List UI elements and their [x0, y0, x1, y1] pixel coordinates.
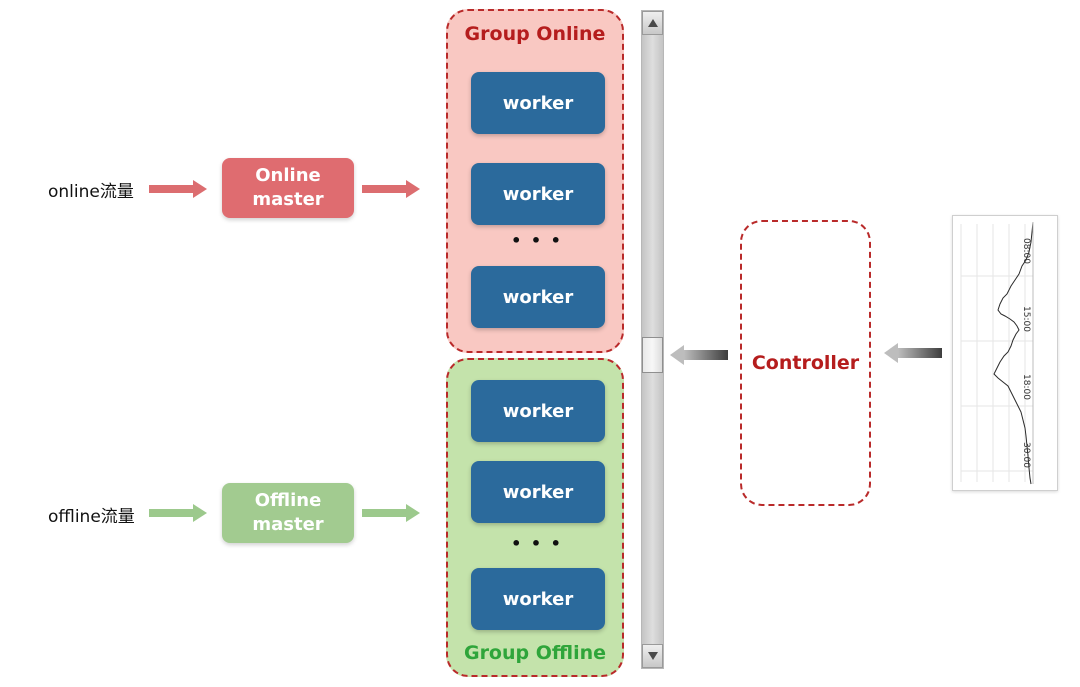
offline-worker-1: worker: [471, 380, 605, 442]
group-online-title: Group Online: [464, 23, 606, 45]
offline-master-line2: master: [252, 514, 324, 535]
online-master-arrow: [362, 180, 420, 198]
chart-to-controller-arrow: [884, 343, 942, 363]
controller-label: Controller: [751, 352, 860, 374]
offline-ellipsis: • • •: [511, 534, 563, 553]
online-ellipsis: • • •: [511, 231, 563, 250]
triangle-down-icon: [647, 652, 658, 660]
offline-master-arrow: [362, 504, 420, 522]
controller-node: Controller: [740, 220, 871, 506]
offline-traffic-label: offline流量: [48, 507, 135, 527]
traffic-curve-plot: [960, 221, 1034, 485]
online-traffic-arrow: [149, 180, 207, 198]
scroll-down-button[interactable]: [642, 644, 663, 668]
chart-tick-label-3: 18:00: [1021, 374, 1031, 400]
online-worker-2: worker: [471, 163, 605, 225]
chart-tick-label-2: 15:00: [1021, 306, 1031, 332]
scroll-up-button[interactable]: [642, 11, 663, 35]
triangle-up-icon: [647, 19, 658, 27]
chart-tick-label-4: 30:00: [1021, 442, 1031, 468]
traffic-mini-chart: 08:00 15:00 18:00 30:00: [952, 215, 1058, 491]
offline-traffic-arrow: [149, 504, 207, 522]
offline-worker-3: worker: [471, 568, 605, 630]
controller-to-scrollbar-arrow: [670, 345, 728, 365]
online-master-line2: master: [252, 189, 324, 210]
vertical-scrollbar[interactable]: [641, 10, 664, 669]
offline-worker-2: worker: [471, 461, 605, 523]
online-traffic-label: online流量: [48, 182, 134, 202]
group-offline-title: Group Offline: [463, 642, 607, 664]
online-worker-3: worker: [471, 266, 605, 328]
offline-master-line1: Offline: [254, 490, 322, 511]
online-master-node: Online master: [222, 158, 354, 218]
offline-master-node: Offline master: [222, 483, 354, 543]
online-master-line1: Online: [255, 165, 321, 186]
chart-tick-label-1: 08:00: [1021, 238, 1031, 264]
scroll-thumb[interactable]: [642, 337, 663, 373]
online-worker-1: worker: [471, 72, 605, 134]
